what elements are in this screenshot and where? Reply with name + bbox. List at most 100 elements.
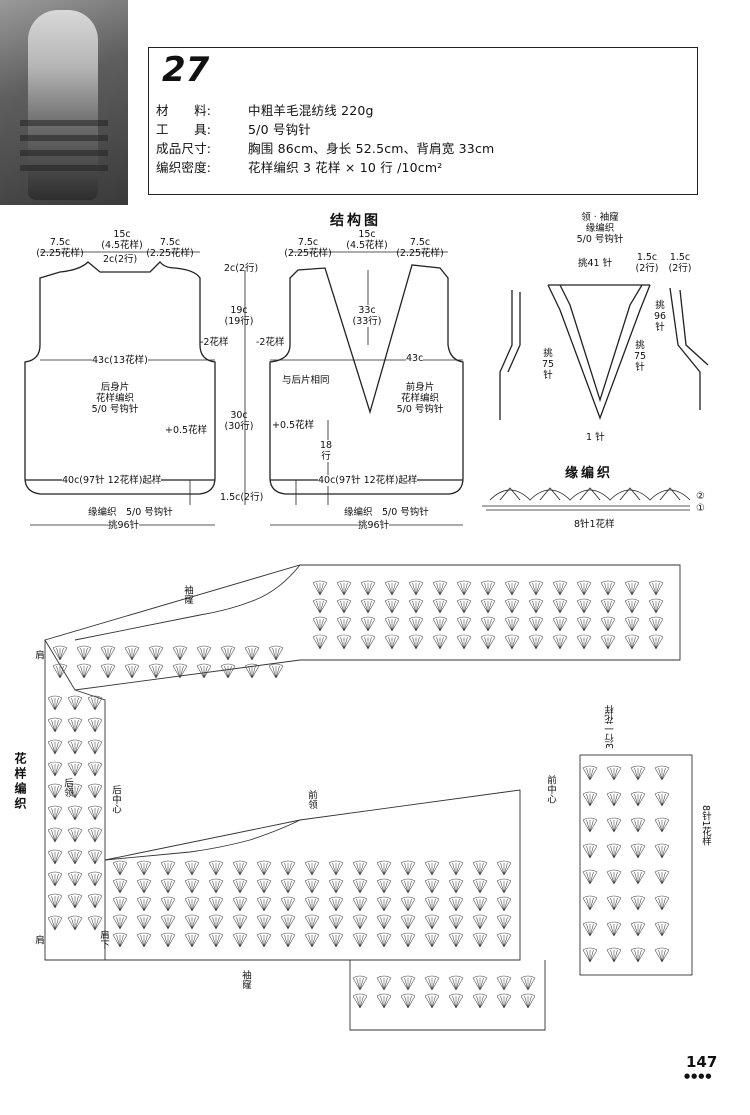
stitch-fan	[208, 878, 224, 894]
stitch-fan	[336, 580, 352, 596]
stitch-fan	[208, 914, 224, 930]
stitch-fan	[408, 580, 424, 596]
chart-title: 花样编织	[13, 752, 27, 812]
stitch-fan	[67, 849, 83, 865]
back-cast-on: 40c(97针 12花样)起样	[62, 475, 162, 486]
stitch-chart	[44, 564, 693, 1031]
stitch-fan	[136, 914, 152, 930]
stitch-fan	[47, 783, 63, 799]
repeat-chart-side: 8针1花样	[700, 805, 711, 846]
stitch-fan	[624, 580, 640, 596]
repeat-chart-title: 3行一花样	[605, 705, 616, 750]
back-neck-depth: 2c(2行)	[103, 254, 138, 265]
collar-one-stitch: 1 针	[586, 432, 605, 443]
stitch-fan	[400, 878, 416, 894]
stitch-fan	[67, 739, 83, 755]
stitch-fan	[232, 896, 248, 912]
stitch-fan	[606, 869, 622, 885]
stitch-fan	[520, 993, 536, 1009]
stitch-fan	[600, 580, 616, 596]
stitch-fan	[328, 860, 344, 876]
stitch-fan	[432, 616, 448, 632]
stitch-fan	[528, 598, 544, 614]
stitch-fan	[232, 932, 248, 948]
edging-row-1: ①	[696, 503, 705, 514]
stitch-fan	[384, 580, 400, 596]
stitch-fan	[52, 663, 68, 679]
stitch-fan	[480, 598, 496, 614]
stitch-fan	[52, 645, 68, 661]
stitch-fan	[328, 878, 344, 894]
stitch-fan	[528, 580, 544, 596]
stitch-fan	[268, 645, 284, 661]
model-number: 27	[162, 50, 210, 90]
stitch-fan	[654, 895, 670, 911]
front-body-outline	[269, 264, 464, 495]
stitch-fan	[67, 783, 83, 799]
stitch-fan	[67, 805, 83, 821]
stitch-fan	[582, 765, 598, 781]
stitch-fan	[172, 663, 188, 679]
stitch-fan	[87, 805, 103, 821]
stitch-fan	[456, 634, 472, 650]
stitch-fan	[432, 634, 448, 650]
stitch-fan	[76, 663, 92, 679]
stitch-fan	[112, 932, 128, 948]
stitch-fan	[576, 598, 592, 614]
front-cast-on: 40c(97针 12花样)起样	[318, 475, 418, 486]
stitch-fan	[472, 932, 488, 948]
stitch-fan	[432, 580, 448, 596]
stitch-fan	[630, 791, 646, 807]
stitch-fan	[448, 932, 464, 948]
collar-width-2: 1.5c(2行)	[668, 252, 692, 274]
stitch-fan	[100, 645, 116, 661]
stitch-fan	[400, 932, 416, 948]
stitch-fan	[47, 915, 63, 931]
stitch-fan	[280, 860, 296, 876]
stitch-fan	[606, 947, 622, 963]
stitch-fan	[67, 915, 83, 931]
stitch-fan	[504, 580, 520, 596]
stitch-fan	[630, 765, 646, 781]
stitch-fan	[384, 616, 400, 632]
stitch-fan	[654, 765, 670, 781]
spec-size: 成品尺寸:胸围 86cm、身长 52.5cm、背肩宽 33cm	[156, 141, 495, 156]
front-neck-depth: 33c(33行)	[352, 305, 382, 327]
stitch-fan	[600, 598, 616, 614]
stitch-fan	[496, 914, 512, 930]
stitch-fan	[582, 947, 598, 963]
stitch-fan	[606, 817, 622, 833]
stitch-fan	[384, 598, 400, 614]
stitch-fan	[456, 580, 472, 596]
stitch-fan	[112, 896, 128, 912]
stitch-fan	[496, 896, 512, 912]
stitch-fan	[172, 645, 188, 661]
stitch-fan	[480, 634, 496, 650]
front-top-mid: 15c(4.5花样)	[346, 229, 388, 251]
stitch-fan	[424, 932, 440, 948]
stitch-fan	[160, 878, 176, 894]
stitch-fan	[496, 975, 512, 991]
stitch-fan	[112, 860, 128, 876]
stitch-fan	[47, 893, 63, 909]
stitch-fan	[648, 598, 664, 614]
stitch-fan	[312, 580, 328, 596]
stitch-fan	[654, 843, 670, 859]
stitch-fan	[606, 765, 622, 781]
stitch-fan	[256, 914, 272, 930]
stitch-fan	[160, 860, 176, 876]
stitch-fan	[400, 860, 416, 876]
back-top-right: 7.5c(2.25花样)	[146, 237, 194, 259]
back-increase: +0.5花样	[165, 425, 208, 436]
stitch-fan	[576, 580, 592, 596]
stitch-fan	[112, 878, 128, 894]
stitch-fan	[244, 645, 260, 661]
stitch-fan	[496, 932, 512, 948]
stitch-fan	[408, 634, 424, 650]
spec-tool: 工 具:5/0 号钩针	[156, 122, 311, 137]
stitch-fan	[630, 869, 646, 885]
chart-front-center: 前中心	[545, 775, 556, 804]
stitch-fan	[352, 860, 368, 876]
stitch-fan	[196, 663, 212, 679]
